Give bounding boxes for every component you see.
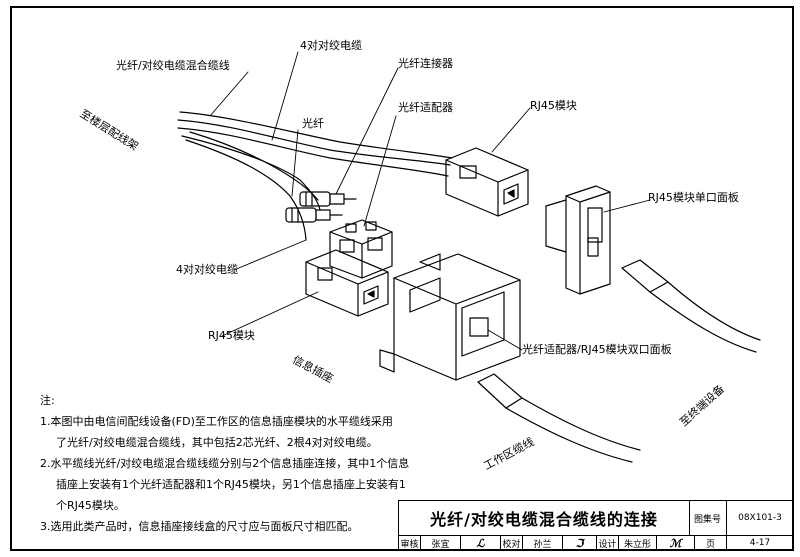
label-fiber: 光纤 — [302, 117, 324, 130]
note-2-line-3: 个RJ45模块。 — [56, 499, 125, 512]
patch-cord-terminal — [621, 259, 761, 353]
review-name: 张宜 — [421, 535, 461, 551]
notes-heading: 注: — [40, 394, 55, 407]
design-name: 朱立彤 — [619, 535, 657, 551]
review-label: 审核 — [399, 535, 421, 551]
label-dual-panel: 光纤适配器/RJ45模块双口面板 — [522, 343, 672, 356]
label-hybrid-cable: 光纤/对绞电缆混合缆线 — [116, 59, 230, 72]
fiber-connector-1 — [299, 191, 357, 207]
notes-block: 注: 1.本图中由电信间配线设备(FD)至工作区的信息插座模块的水平缆线采用 了… — [40, 390, 420, 537]
fiber-connector-2 — [285, 207, 343, 223]
review-signature: ℒ — [461, 535, 501, 551]
label-fiber-adapter: 光纤适配器 — [398, 101, 453, 114]
hybrid-cable-bundle — [177, 111, 453, 241]
leader-lines — [209, 51, 651, 351]
drawing-frame — [10, 6, 794, 551]
atlas-number-label: 图集号 — [689, 501, 727, 535]
note-1-line-1: 1.本图中由电信间配线设备(FD)至工作区的信息插座模块的水平缆线采用 — [40, 415, 393, 428]
check-label: 校对 — [501, 535, 523, 551]
fiber-adapter — [329, 219, 393, 279]
page-label: 页 — [695, 535, 727, 551]
rj45-module-bottom — [305, 249, 389, 317]
label-fiber-connector: 光纤连接器 — [398, 57, 453, 70]
check-name: 孙兰 — [523, 535, 563, 551]
label-four-pair-bottom: 4对对绞电缆 — [176, 263, 238, 276]
drawing-title: 光纤/对绞电缆混合缆线的连接 — [399, 501, 690, 535]
title-block: 光纤/对绞电缆混合缆线的连接 图集号 08X101-3 审核 张宜 ℒ 校对 孙… — [398, 500, 794, 551]
check-signature: ℑ — [563, 535, 597, 551]
design-label: 设计 — [597, 535, 619, 551]
note-2-line-2: 插座上安装有1个光纤适配器和1个RJ45模块，另1个信息插座上安装有1 — [56, 478, 406, 491]
design-signature: ℳ — [657, 535, 695, 551]
note-3: 3.选用此类产品时，信息插座接线盒的尺寸应与面板尺寸相匹配。 — [40, 520, 359, 533]
rj45-module-top — [445, 147, 529, 217]
patch-cord-work-area — [477, 373, 641, 463]
label-rj45-single-panel: RJ45模块单口面板 — [648, 191, 739, 204]
label-rj45-module-top: RJ45模块 — [530, 99, 577, 112]
label-rj45-module-bottom: RJ45模块 — [208, 329, 255, 342]
note-2-line-1: 2.水平缆线光纤/对绞电缆混合缆线缆分别与2个信息插座连接，其中1个信息 — [40, 457, 410, 470]
rj45-single-faceplate — [545, 185, 611, 295]
atlas-number: 08X101-3 — [738, 513, 782, 523]
label-four-pair-top: 4对对绞电缆 — [300, 39, 362, 52]
dual-port-faceplate — [379, 253, 521, 381]
page-number: 4-17 — [749, 538, 771, 548]
note-1-line-2: 了光纤/对绞电缆混合缆线，其中包括2芯光纤、2根4对对绞电缆。 — [56, 436, 378, 449]
